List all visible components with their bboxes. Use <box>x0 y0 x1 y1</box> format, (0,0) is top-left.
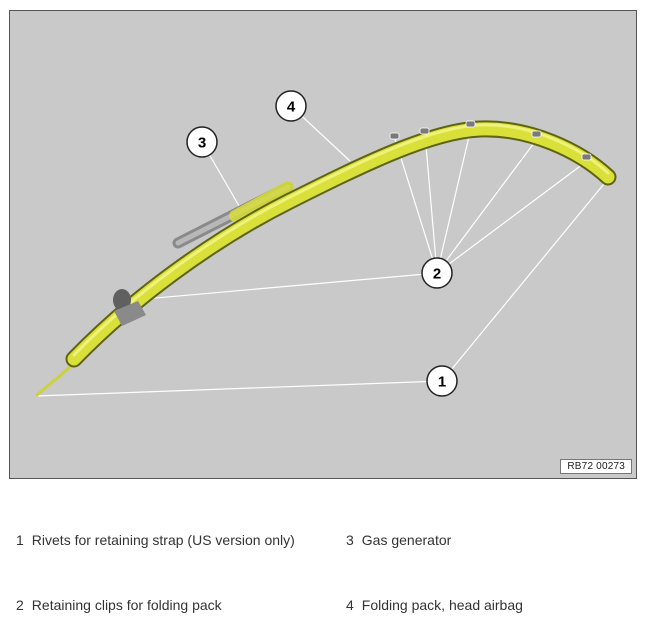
svg-text:3: 3 <box>198 135 206 152</box>
callout-1: 1 <box>426 365 458 397</box>
legend-item-3: 3 Gas generator <box>346 532 451 548</box>
retaining-clips <box>389 120 592 161</box>
legend-text: Rivets for retaining strap (US version o… <box>31 532 295 548</box>
airbag-illustration: 4 3 2 1 <box>34 90 617 398</box>
legend-text: Gas generator <box>361 532 452 548</box>
mounting-bracket <box>113 289 146 326</box>
legend-number: 1 <box>16 532 24 548</box>
figure-reference-code: RB72 00273 <box>560 459 632 474</box>
svg-text:2: 2 <box>433 266 441 283</box>
airbag-figure: 4 3 2 1 RB72 00273 <box>9 10 637 479</box>
legend-number: 4 <box>346 597 354 613</box>
legend-item-1: 1 Rivets for retaining strap (US version … <box>16 532 295 548</box>
legend-text: Folding pack, head airbag <box>361 597 523 613</box>
callout-3: 3 <box>186 126 218 158</box>
svg-text:1: 1 <box>438 374 446 391</box>
legend-number: 3 <box>346 532 354 548</box>
legend-text: Retaining clips for folding pack <box>31 597 222 613</box>
legend-number: 2 <box>16 597 24 613</box>
legend-item-2: 2 Retaining clips for folding pack <box>16 597 222 613</box>
svg-text:4: 4 <box>287 99 296 116</box>
callout-4: 4 <box>275 90 307 122</box>
gas-generator <box>172 181 294 249</box>
folding-pack-airbag <box>34 120 617 398</box>
legend-item-4: 4 Folding pack, head airbag <box>346 597 523 613</box>
leader-lines <box>35 105 609 397</box>
callout-2: 2 <box>421 257 453 289</box>
